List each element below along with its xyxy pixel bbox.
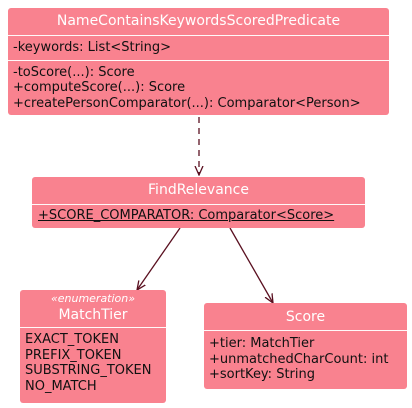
matchtier-stereotype: «enumeration» <box>50 292 136 305</box>
predicate-class-divider-top <box>8 35 389 36</box>
score-class-title: Score <box>285 309 326 325</box>
predicate-method-createpersoncomparator: +createPersonComparator(...): Comparator… <box>13 95 361 111</box>
findrelevance-class-title: FindRelevance <box>148 182 249 198</box>
matchtier-enum-title: MatchTier <box>58 307 128 323</box>
predicate-method-toscore: -toScore(...): Score <box>13 64 135 80</box>
matchtier-value-exact-token: EXACT_TOKEN <box>25 332 119 347</box>
findrelevance-class-divider <box>32 204 365 205</box>
score-field-tier: +tier: MatchTier <box>209 336 315 351</box>
findrelevance-field-score-comparator: +SCORE_COMPARATOR: Comparator<Score> <box>38 208 335 223</box>
predicate-method-computescore: +computeScore(...): Score <box>13 80 186 95</box>
score-class-box: Score +tier: MatchTier +unmatchedCharCou… <box>204 303 407 389</box>
matchtier-enum-values: EXACT_TOKEN PREFIX_TOKEN SUBSTRING_TOKEN… <box>20 328 166 394</box>
predicate-class-divider-bottom <box>8 59 389 61</box>
predicate-class-fields: -keywords: List<String> <box>8 36 389 60</box>
matchtier-enum-box: «enumeration» MatchTier EXACT_TOKEN PREF… <box>20 290 166 403</box>
association-arrow-findrelevance-to-score <box>229 227 273 303</box>
predicate-class-box: NameContainsKeywordsScoredPredicate -key… <box>8 8 389 115</box>
score-field-sort-key: +sortKey: String <box>209 367 315 382</box>
score-class-divider <box>204 330 407 331</box>
score-field-unmatched-char-count: +unmatchedCharCount: int <box>209 351 389 367</box>
findrelevance-class-box: FindRelevance +SCORE_COMPARATOR: Compara… <box>32 177 365 228</box>
predicate-field-keywords: -keywords: List<String> <box>13 40 171 55</box>
matchtier-value-substring-token: SUBSTRING_TOKEN <box>25 363 152 378</box>
matchtier-value-prefix-token: PREFIX_TOKEN <box>25 347 122 363</box>
predicate-class-title: NameContainsKeywordsScoredPredicate <box>56 13 341 29</box>
findrelevance-class-fields: +SCORE_COMPARATOR: Comparator<Score> <box>32 205 365 224</box>
association-arrow-findrelevance-to-matchtier <box>137 227 181 290</box>
matchtier-enum-divider <box>20 327 166 328</box>
predicate-class-methods: -toScore(...): Score +computeScore(...):… <box>8 61 389 112</box>
matchtier-value-no-match: NO_MATCH <box>25 378 97 394</box>
score-class-fields: +tier: MatchTier +unmatchedCharCount: in… <box>204 331 407 383</box>
